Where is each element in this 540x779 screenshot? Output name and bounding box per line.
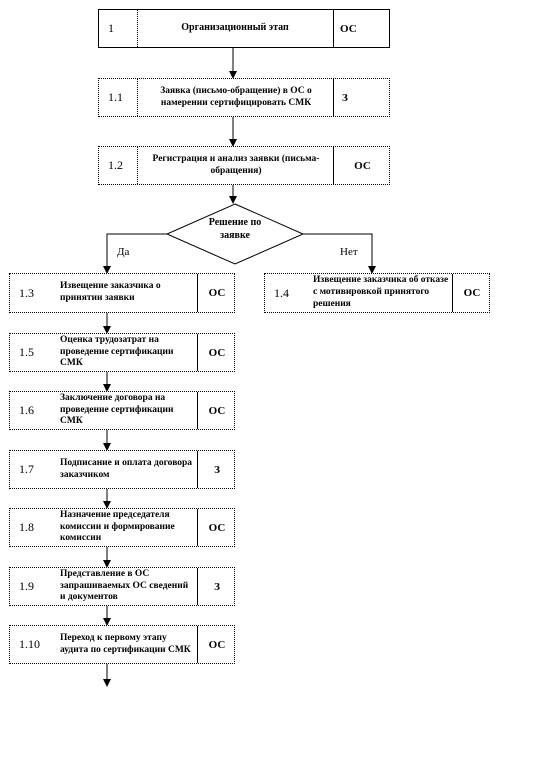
step-responsible: ОС <box>452 274 491 312</box>
step-responsible: ОС <box>197 334 236 371</box>
step-responsible: ОС <box>197 392 236 429</box>
decision-yes-label: Да <box>117 246 130 258</box>
step-responsible: ОС <box>197 626 236 663</box>
step-text: Регистрация и анализ заявки (письма-обра… <box>152 153 320 176</box>
step-text: Организационный этап <box>181 22 289 34</box>
step-responsible: З <box>333 79 390 116</box>
decision-no-label: Нет <box>340 246 358 258</box>
step-number: 1.2 <box>108 158 123 172</box>
step-1.5: 1.5 Оценка трудозатрат на проведение сер… <box>9 333 235 372</box>
step-text: Представление в ОС запрашиваемых ОС свед… <box>60 568 189 603</box>
step-number: 1.1 <box>108 90 123 104</box>
step-number: 1.9 <box>19 579 34 593</box>
decision-text: Решение по заявке <box>208 217 262 241</box>
step-text: Назначение председателя комиссии и форми… <box>60 509 175 544</box>
step-number: 1.8 <box>19 520 34 534</box>
step-number: 1.3 <box>19 285 34 300</box>
step-text: Извещение заказчика об отказе с мотивиро… <box>313 275 449 309</box>
step-responsible: ОС <box>333 147 391 184</box>
step-1.8: 1.8 Назначение председателя комиссии и ф… <box>9 508 235 547</box>
step-number: 1.4 <box>274 285 289 300</box>
step-1.1: 1.1 Заявка (письмо-обращение) в ОС о нам… <box>98 78 390 117</box>
step-1.3: 1.3 Извещение заказчика о принятии заявк… <box>9 273 235 313</box>
step-text: Подписание и оплата договора заказчиком <box>60 457 193 480</box>
connector-no <box>303 233 376 274</box>
step-responsible: З <box>197 568 236 605</box>
step-number: 1.5 <box>19 345 34 359</box>
step-1.7: 1.7 Подписание и оплата договора заказчи… <box>9 450 235 489</box>
decision-diamond <box>165 203 305 265</box>
step-responsible: З <box>197 451 236 488</box>
step-1.9: 1.9 Представление в ОС запрашиваемых ОС … <box>9 567 235 606</box>
step-number: 1.6 <box>19 403 34 417</box>
step-responsible: ОС <box>197 274 236 312</box>
step-1.4: 1.4 Извещение заказчика об отказе с моти… <box>264 273 490 313</box>
step-1.10: 1.10 Переход к первому этапу аудита по с… <box>9 625 235 664</box>
step-text: Заключение договора на проведение сертиф… <box>60 392 174 427</box>
step-1.2: 1.2 Регистрация и анализ заявки (письма-… <box>98 146 390 185</box>
step-text: Оценка трудозатрат на проведение сертифи… <box>60 334 174 369</box>
step-responsible: ОС <box>197 509 236 546</box>
step-text: Извещение заказчика о принятии заявки <box>60 281 161 303</box>
step-1: 1 Организационный этап ОС <box>98 9 390 48</box>
connector-yes <box>103 233 167 274</box>
step-number: 1.10 <box>19 637 40 651</box>
step-text: Переход к первому этапу аудита по сертиф… <box>60 632 191 655</box>
step-text: Заявка (письмо-обращение) в ОС о намерен… <box>160 85 312 108</box>
step-number: 1 <box>108 21 114 35</box>
step-1.6: 1.6 Заключение договора на проведение се… <box>9 391 235 430</box>
step-number: 1.7 <box>19 462 34 476</box>
step-responsible: ОС <box>333 10 390 47</box>
